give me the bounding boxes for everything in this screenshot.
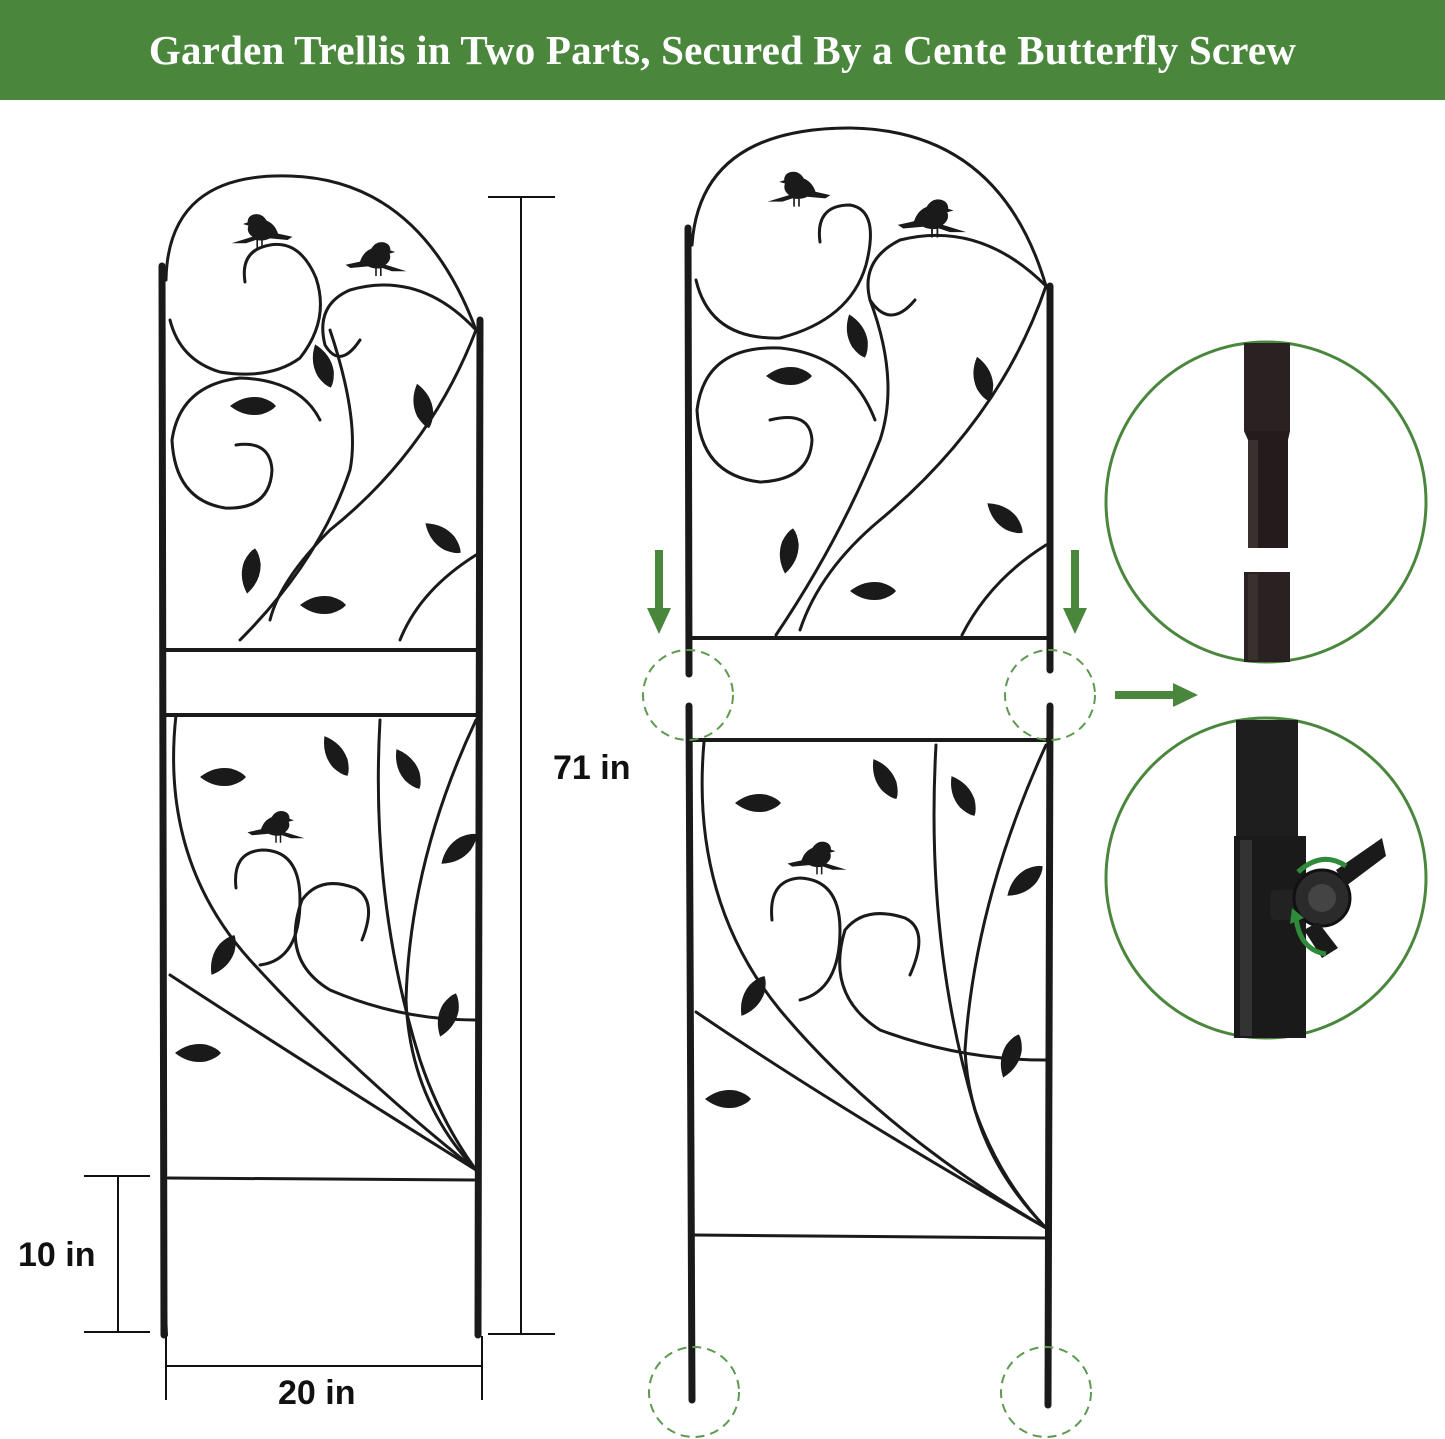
leaf-icon bbox=[733, 971, 773, 1021]
bird-icon bbox=[344, 241, 408, 277]
leaf-icon bbox=[431, 990, 465, 1040]
detail-separated-tubes bbox=[1104, 340, 1428, 664]
scroll-top bbox=[168, 242, 322, 376]
leaf-icon bbox=[776, 526, 802, 576]
leaf-icon bbox=[200, 767, 246, 787]
leaf-icon bbox=[705, 1089, 751, 1109]
left-trellis bbox=[158, 174, 484, 1339]
scroll-left bbox=[695, 346, 877, 484]
stem-upper bbox=[238, 328, 354, 642]
left-stake-tip bbox=[162, 1288, 168, 1337]
sweep-base bbox=[694, 1010, 1048, 1230]
scroll-upper-right bbox=[321, 283, 478, 358]
leaf-icon bbox=[435, 827, 483, 871]
sweep-lower-left bbox=[700, 740, 1048, 1230]
stem-upper bbox=[774, 298, 890, 637]
top-arch bbox=[690, 126, 1048, 288]
stake-circle-left bbox=[648, 1346, 740, 1438]
dimension-width bbox=[165, 1336, 483, 1400]
leaf-icon bbox=[981, 496, 1029, 540]
leaf-icon bbox=[850, 581, 896, 601]
left-post-lower bbox=[685, 702, 696, 1404]
leaf-icon bbox=[1001, 859, 1049, 903]
left-post-upper bbox=[684, 224, 693, 678]
stem-upper-right bbox=[798, 284, 1048, 632]
arrow-right-icon bbox=[1115, 683, 1198, 707]
leaf-icon bbox=[766, 366, 812, 386]
right-post-lower bbox=[1044, 702, 1054, 1409]
sweep-lower-left bbox=[172, 713, 478, 1172]
scroll-top bbox=[694, 203, 872, 340]
sweep-lower-right bbox=[963, 743, 1048, 1230]
joint-circle-left bbox=[642, 649, 734, 741]
right-trellis bbox=[684, 126, 1054, 1409]
leaf-icon bbox=[419, 516, 467, 560]
arrow-down-icon bbox=[1063, 550, 1087, 634]
sweep-lower-center bbox=[932, 743, 1048, 1230]
leaf-icon bbox=[735, 793, 781, 813]
stem-upper-right bbox=[268, 328, 478, 622]
left-post bbox=[158, 262, 168, 1339]
leaf-icon bbox=[203, 930, 243, 980]
crossbar-bottom bbox=[166, 1176, 476, 1182]
leaf-icon bbox=[230, 396, 276, 416]
joint-circle-right bbox=[1004, 649, 1096, 741]
bird-icon bbox=[786, 840, 848, 876]
leaf-icon bbox=[316, 731, 356, 781]
top-arch bbox=[164, 174, 478, 332]
scroll-bottom bbox=[234, 848, 302, 967]
leaf-icon bbox=[840, 311, 874, 361]
dimension-height bbox=[488, 196, 555, 1335]
leaf-icon bbox=[300, 595, 346, 615]
bird-icon bbox=[766, 170, 832, 208]
leaf-icon bbox=[943, 771, 983, 821]
stake-dimension-label: 10 in bbox=[18, 1236, 96, 1274]
sweep-base bbox=[168, 973, 478, 1172]
branch-upper-right bbox=[960, 543, 1048, 637]
dimension-stake bbox=[84, 1175, 150, 1333]
sweep-lower-right bbox=[404, 718, 478, 1172]
scroll-left bbox=[170, 376, 322, 510]
width-dimension-label: 20 in bbox=[278, 1374, 356, 1412]
banner-title: Garden Trellis in Two Parts, Secured By … bbox=[148, 27, 1297, 73]
leaf-icon bbox=[994, 1031, 1028, 1081]
left-trellis-leaves bbox=[175, 213, 483, 1063]
height-dimension-label: 71 in bbox=[553, 749, 631, 787]
scroll-bottom-right bbox=[838, 912, 1048, 1062]
scroll-upper-right bbox=[866, 233, 1048, 317]
stake-circle-right bbox=[1000, 1346, 1092, 1438]
leaf-icon bbox=[175, 1043, 221, 1063]
scroll-bottom bbox=[770, 876, 842, 1002]
leaf-icon bbox=[388, 744, 428, 794]
detail-butterfly-screw bbox=[1104, 716, 1428, 1040]
crossbar-bottom bbox=[692, 1233, 1048, 1240]
butterfly-screw-icon bbox=[1270, 838, 1386, 958]
bird-icon bbox=[230, 213, 294, 249]
leaf-icon bbox=[408, 381, 438, 431]
leaf-icon bbox=[865, 754, 905, 804]
leaf-icon bbox=[238, 546, 264, 596]
bird-icon bbox=[896, 198, 968, 238]
arrow-down-icon bbox=[647, 550, 671, 634]
title-banner: Garden Trellis in Two Parts, Secured By … bbox=[0, 0, 1445, 100]
right-post bbox=[474, 316, 484, 1339]
branch-upper-right bbox=[398, 553, 478, 642]
bird-icon bbox=[246, 810, 306, 844]
scroll-bottom-right bbox=[293, 882, 478, 1022]
